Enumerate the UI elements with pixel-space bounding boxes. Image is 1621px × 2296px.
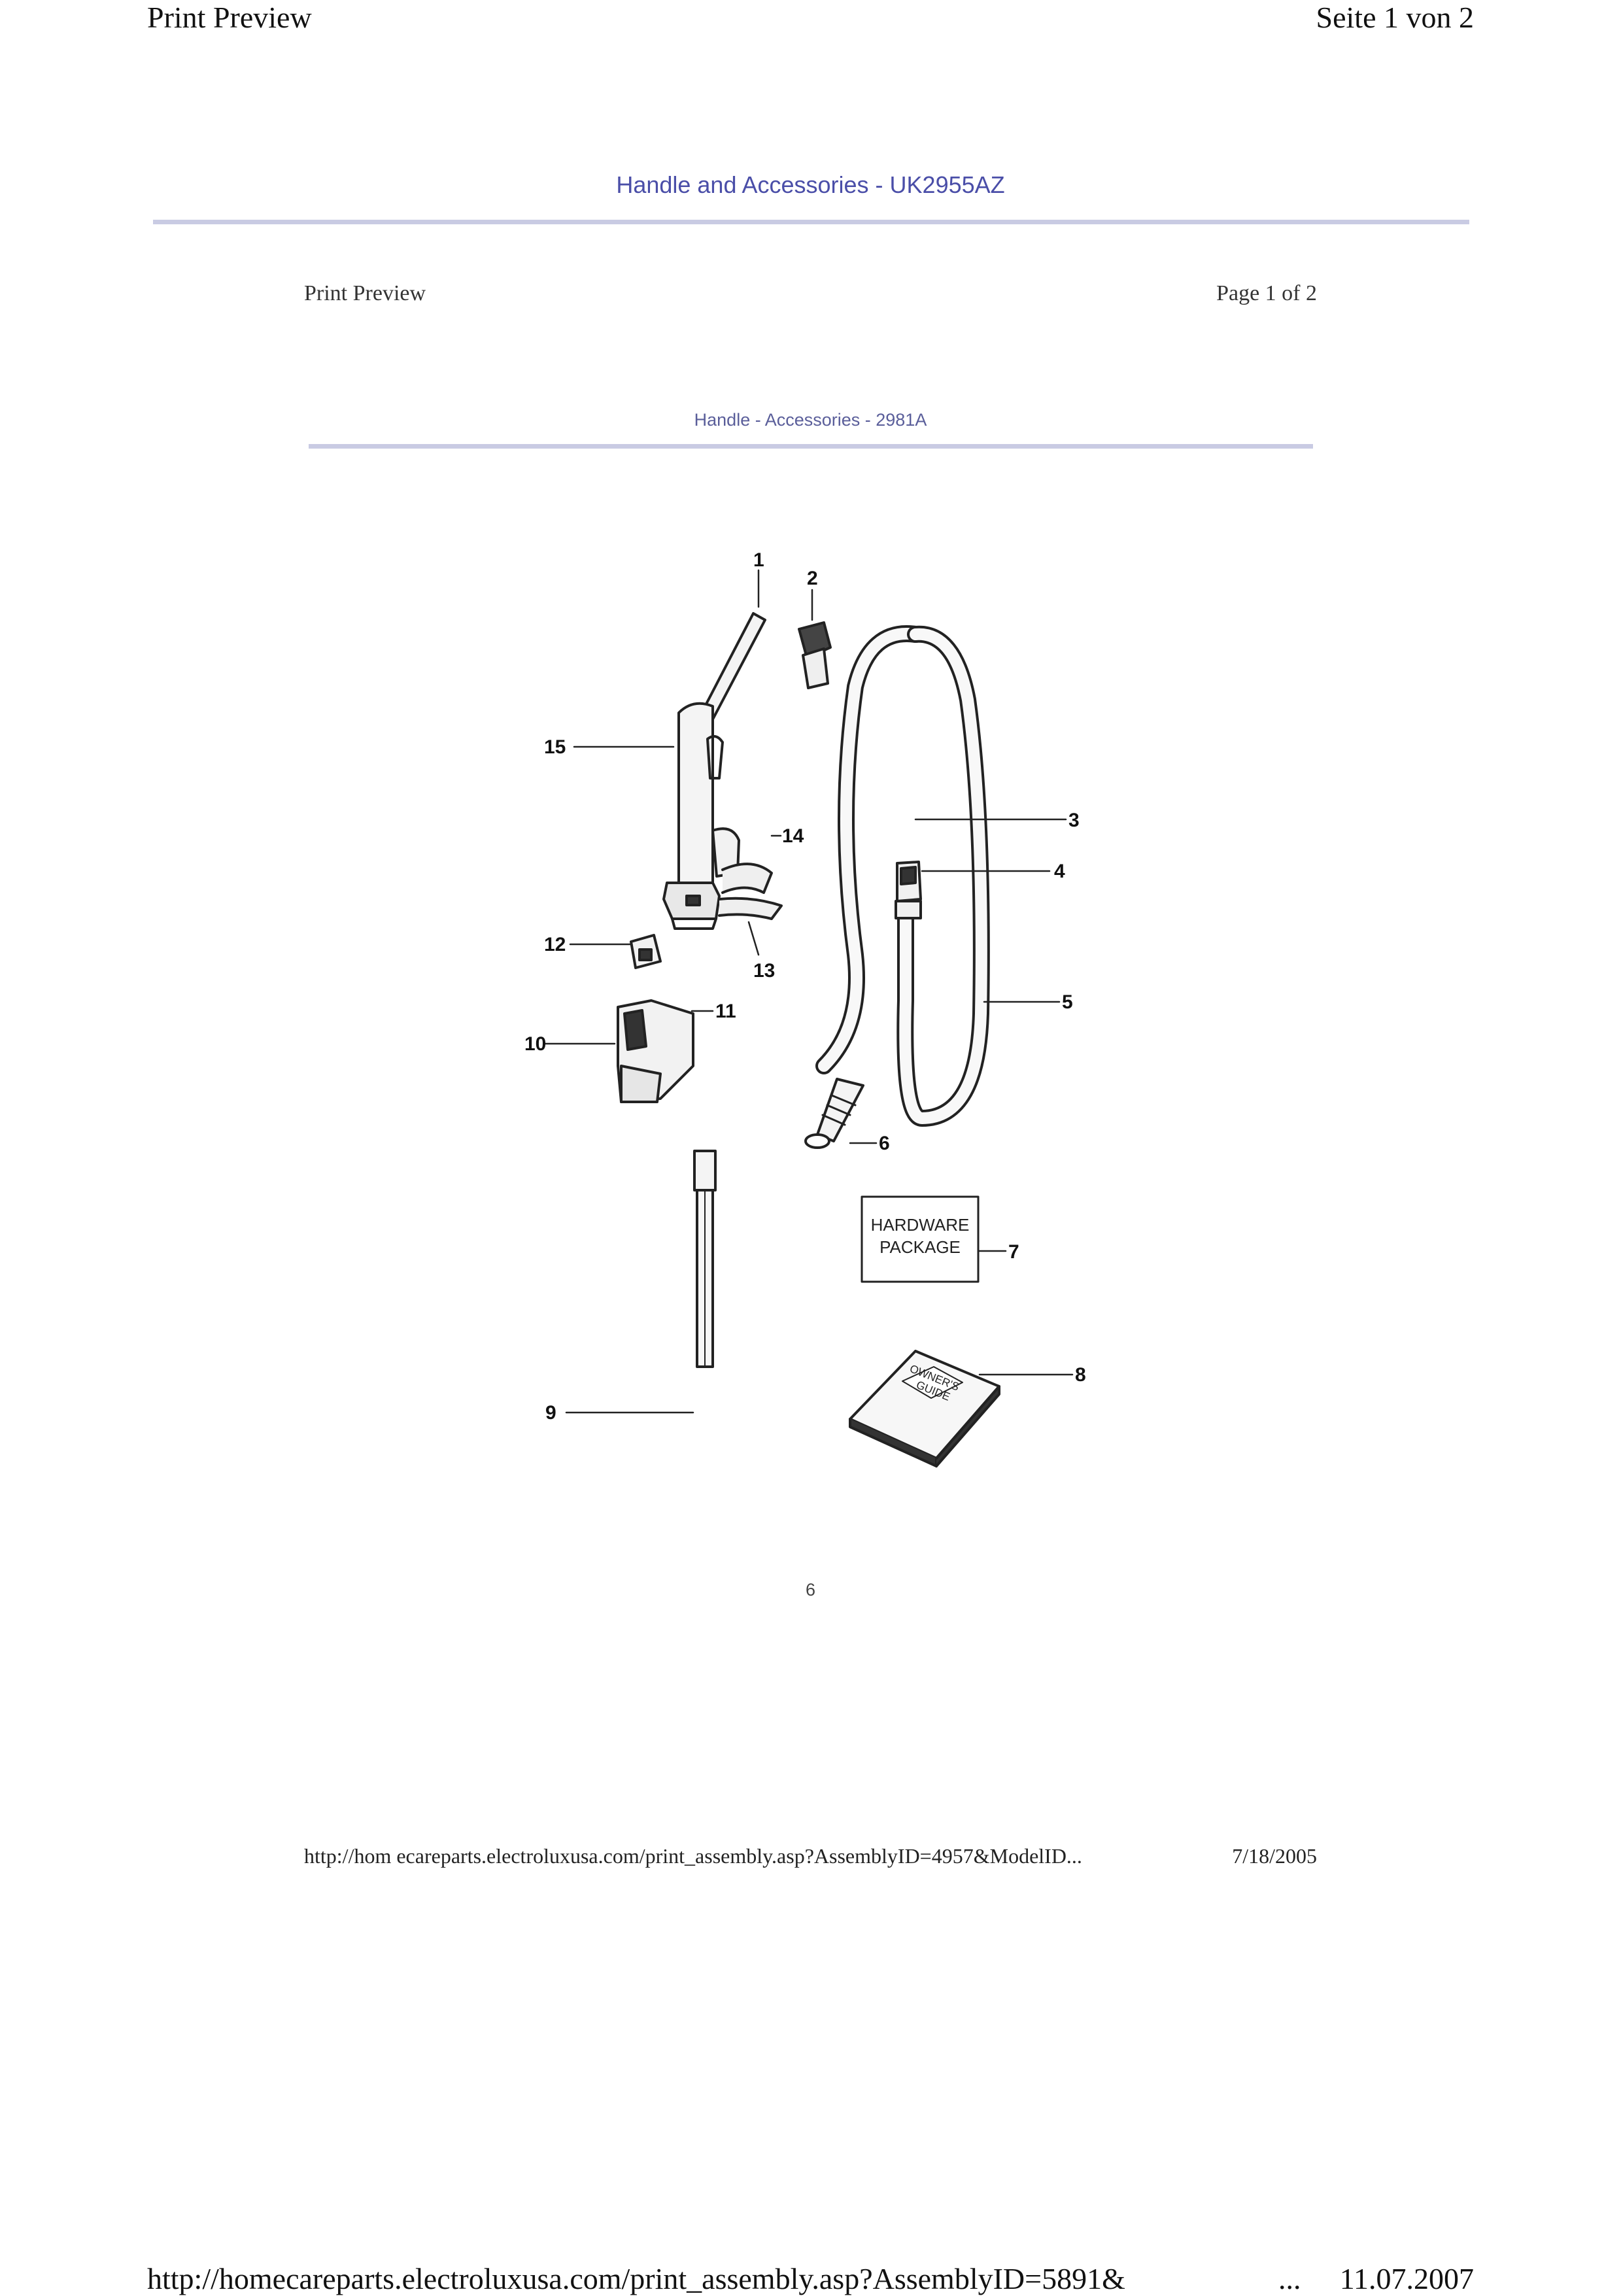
inner-page-counter: Page 1 of 2: [1216, 281, 1317, 305]
hose-cuff-drawing: [804, 1078, 864, 1149]
outer-footer-ellipsis: ...: [1278, 2262, 1301, 2295]
dusting-brush-drawing: [798, 621, 832, 689]
callout-5: 5: [1062, 991, 1073, 1013]
callout-15: 15: [544, 736, 566, 758]
callout-12: 12: [544, 934, 566, 955]
outer-page-counter: Seite 1 von 2: [1316, 1, 1474, 34]
page-title: Handle and Accessories - UK2955AZ: [616, 171, 1005, 198]
tool-holder-drawing: [617, 999, 694, 1103]
callout-1: 1: [753, 549, 764, 571]
callout-9: 9: [545, 1402, 556, 1424]
callout-4: 4: [1054, 861, 1065, 882]
hardware-package-label-line1: HARDWARE: [871, 1215, 970, 1235]
inner-title-divider: [309, 444, 1313, 449]
outer-header-left: Print Preview: [147, 1, 312, 34]
callout-3: 3: [1068, 810, 1080, 831]
owners-guide-drawing: [849, 1350, 1000, 1467]
handle-drawing: [662, 612, 783, 930]
parts-diagram: 1 2 3 4 5 6 7 8 9 10 11 12 13 14 15 HARD…: [524, 549, 1086, 1467]
wand-drawing: [693, 1150, 717, 1368]
callout-8: 8: [1075, 1364, 1086, 1386]
inner-header-left: Print Preview: [304, 281, 426, 305]
hose-drawing: [815, 625, 990, 1127]
outer-footer-date: 11.07.2007: [1339, 2262, 1474, 2295]
hardware-package-box: [861, 1195, 980, 1283]
inner-footer-url: http://hom ecareparts.electroluxusa.com/…: [304, 1844, 1082, 1868]
callout-10: 10: [524, 1033, 546, 1055]
hardware-package-label-line2: PACKAGE: [879, 1237, 961, 1257]
inner-page-title: Handle - Accessories - 2981A: [694, 410, 927, 430]
title-divider: [153, 220, 1469, 224]
clip-drawing: [630, 934, 662, 969]
outer-footer-url: http://homecareparts.electroluxusa.com/p…: [147, 2262, 1125, 2295]
callout-14: 14: [782, 825, 804, 847]
callout-13: 13: [753, 960, 775, 982]
callout-11: 11: [715, 1001, 736, 1022]
callout-6: 6: [879, 1133, 890, 1154]
callout-7: 7: [1008, 1241, 1019, 1263]
callout-2: 2: [807, 568, 818, 589]
inner-footer-date: 7/18/2005: [1232, 1844, 1317, 1868]
inner-page-number: 6: [805, 1580, 816, 1600]
